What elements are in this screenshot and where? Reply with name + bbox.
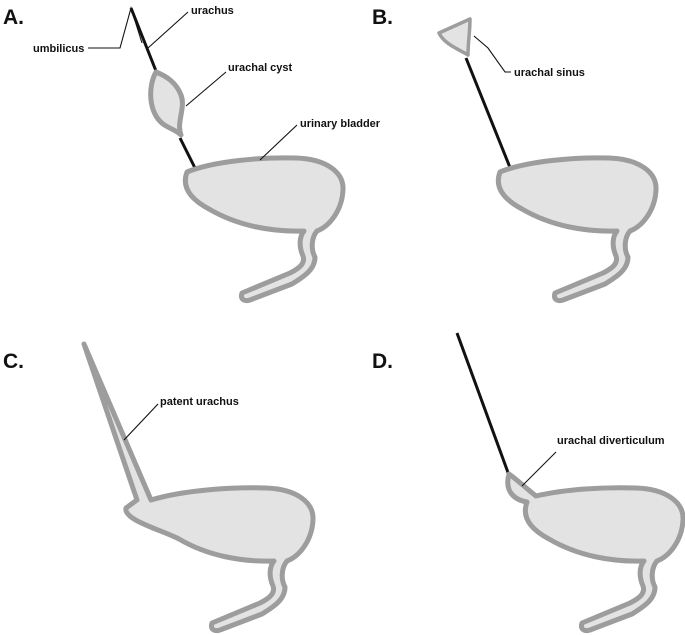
urachus-cord — [455, 332, 512, 479]
urachus-label: urachus — [191, 5, 234, 17]
urachal-diverticulum-leader — [521, 451, 557, 487]
urachal-sinus-label: urachal sinus — [514, 67, 585, 79]
urachus-cord-upper — [129, 7, 158, 72]
urachal-sinus-shape — [437, 17, 472, 57]
panel-c-letter: C. — [3, 350, 24, 373]
urinary-bladder-leader — [259, 124, 298, 161]
panel-c: C. patent urachus — [3, 341, 316, 634]
panel-b: B. urachal sinus — [372, 6, 656, 301]
panel-b-letter: B. — [372, 6, 393, 29]
urachus-cord — [464, 57, 513, 171]
urachal-diverticulum-bladder-shape — [505, 471, 685, 634]
patent-urachus-label: patent urachus — [160, 396, 239, 408]
panel-a-letter: A. — [3, 6, 24, 29]
urinary-bladder-shape — [185, 158, 343, 301]
urachal-cyst-label: urachal cyst — [228, 62, 293, 74]
patent-urachus-bladder-shape — [81, 341, 316, 634]
urachus-leader — [147, 11, 189, 49]
umbilicus-label: umbilicus — [33, 43, 84, 55]
urachal-cyst-leader — [185, 71, 227, 107]
patent-urachus-leader — [123, 403, 159, 441]
panel-d: D. urachal diverticulum — [372, 332, 685, 634]
umbilicus-leader — [88, 6, 143, 49]
urinary-bladder-label: urinary bladder — [300, 118, 381, 130]
urachal-cyst-shape — [148, 69, 185, 138]
urachal-sinus-leader — [473, 35, 511, 73]
urinary-bladder-shape-b — [498, 158, 656, 301]
panel-d-letter: D. — [372, 350, 393, 373]
urachus-cord-lower — [178, 137, 198, 171]
panel-a: A. umbilicus urachus urachal cyst urinar… — [3, 5, 381, 301]
urachal-diverticulum-label: urachal diverticulum — [557, 435, 665, 447]
